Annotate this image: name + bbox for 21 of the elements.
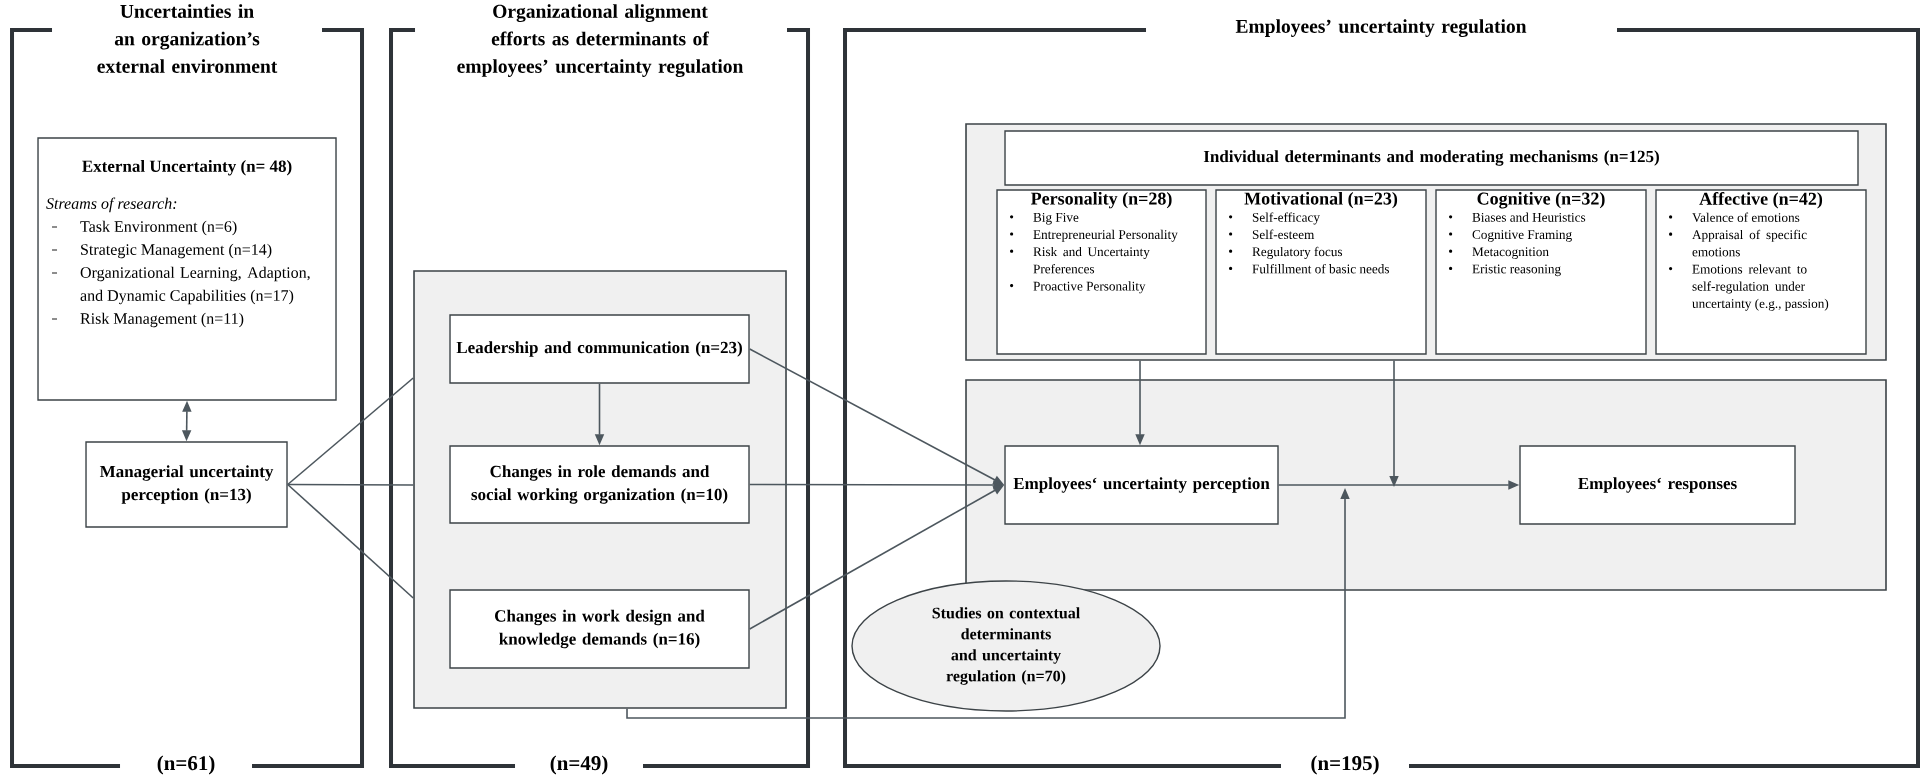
- category-box: Personality (n=28) Big Five Entrepreneurial Personality Risk and Uncertainty Preferences Proactive Personality: [996, 189, 1207, 355]
- process-box: Employees‘ uncertainty perception: [1004, 445, 1279, 525]
- connector-line: [286, 483, 414, 599]
- process-box: Leadership and communication (n=23): [449, 314, 750, 384]
- process-box: Changes in role demands and social working organization (n=10): [449, 445, 750, 524]
- count-label: (n=61): [157, 755, 215, 775]
- process-box: Employees‘ responses: [1519, 445, 1796, 525]
- category-box: Cognitive (n=32) Biases and Heuristics Cognitive Framing Metacognition Eristic reasoning: [1435, 189, 1647, 355]
- process-box: Managerial uncertainty perception (n=13): [85, 441, 288, 528]
- process-box: Changes in work design and knowledge demands (n=16): [449, 589, 750, 669]
- count-label: (n=195): [1311, 755, 1379, 775]
- category-box: Motivational (n=23) Self-efficacy Self-esteem Regulatory focus Fulfillment of basic needs: [1215, 189, 1427, 355]
- connector-line: [286, 377, 414, 486]
- header-box: Individual determinants and moderating mechanisms (n=125): [1004, 130, 1859, 186]
- research-box: External Uncertainty (n= 48) Streams of research: Task Environment (n=6) Strategic Management (n=14) Organizational Learning, Adaption, and Dynamic Capabilities (n=17) Risk Management (n=11): [37, 137, 337, 401]
- panel-title: Employees’ uncertainty regulation: [1235, 19, 1527, 37]
- panel-title: Uncertainties in an organization’s external environment: [97, 4, 278, 73]
- count-label: (n=49): [550, 755, 608, 775]
- connector-line: [286, 483, 414, 486]
- category-box: Affective (n=42) Valence of emotions Appraisal of specific emotions Emotions relevant to self-regulation under uncertainty (e.g., passion): [1655, 189, 1867, 355]
- panel-title: Organizational alignment efforts as determinants of employees’ uncertainty regulation: [457, 4, 744, 77]
